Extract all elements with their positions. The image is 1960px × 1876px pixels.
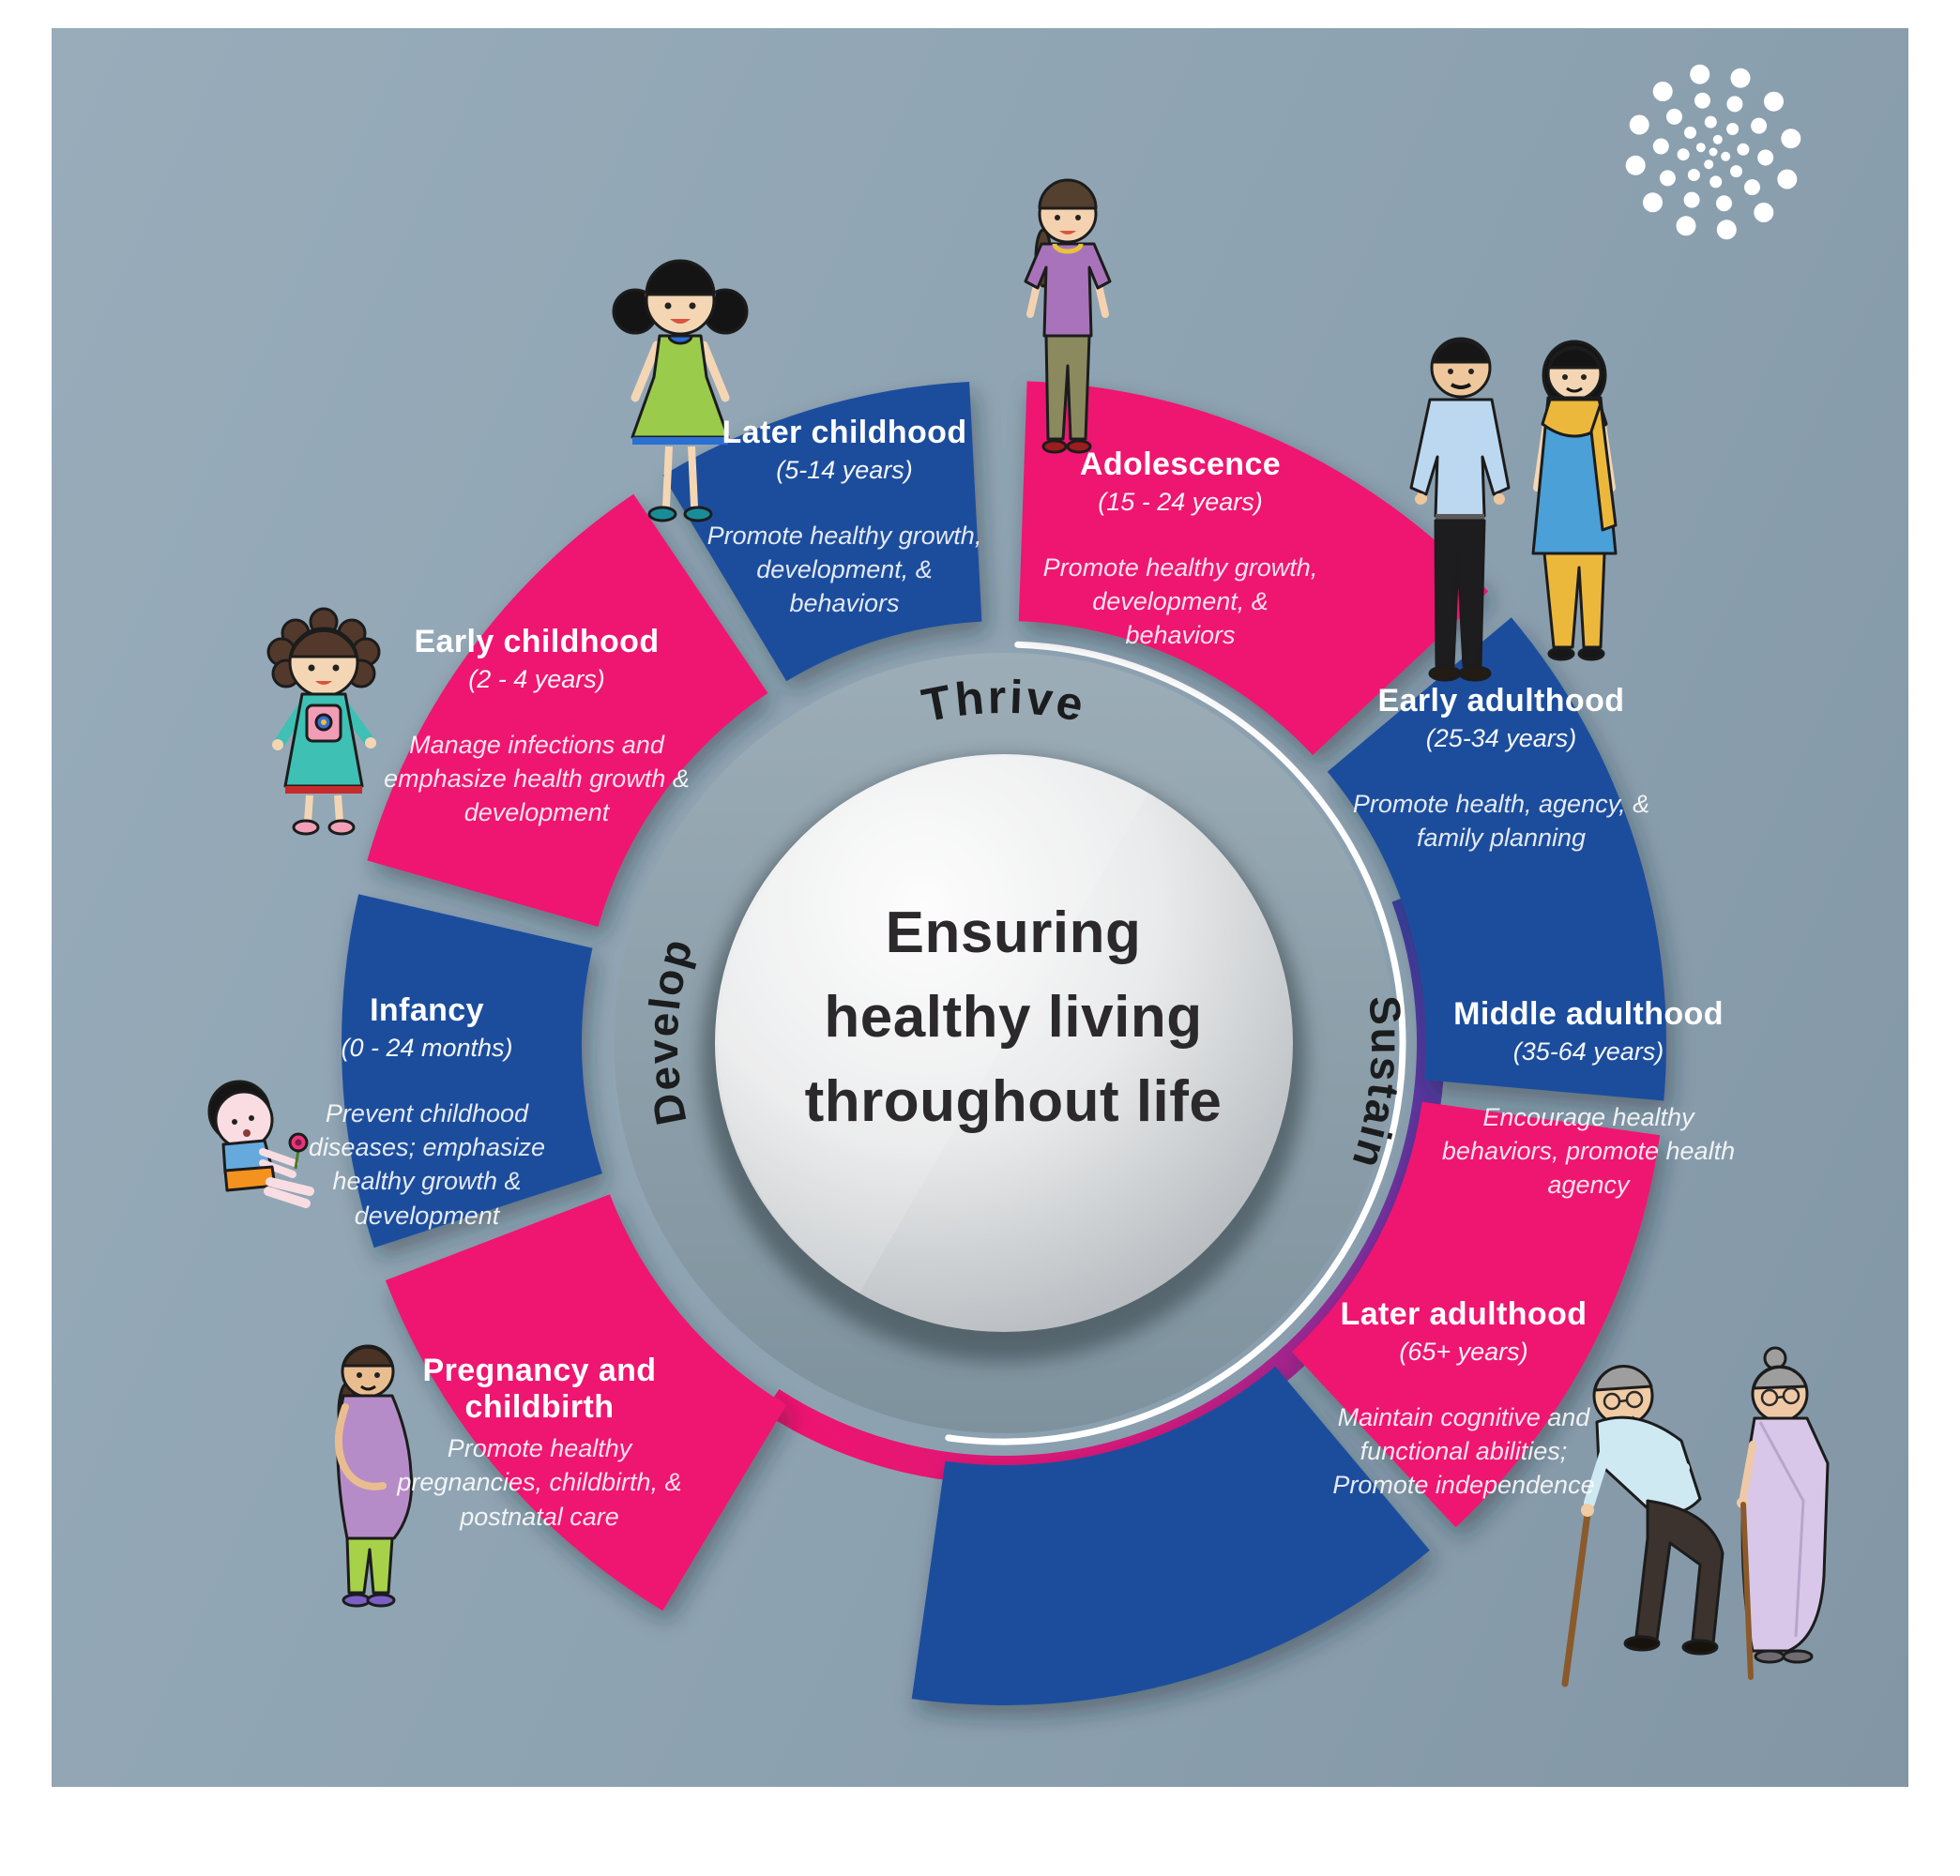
label-adolescence: Adolescence (15 - 24 years) Promote heal… [1035,446,1326,653]
segment-description: Prevent childhood diseases; emphasize he… [308,1099,546,1230]
segment-later-adulthood [911,1366,1430,1705]
segment-description: Manage infections and emphasize health g… [384,731,690,827]
segment-title: Adolescence [1079,446,1282,482]
segment-years: (0 - 24 months) [341,1034,513,1063]
center-title-line: healthy living [824,984,1203,1050]
segment-description: Promote healthy growth, development, & b… [707,522,982,618]
segment-title: Infancy [370,992,484,1028]
segment-description: Maintain cognitive and functional abilit… [1332,1403,1595,1500]
figure-toddler-early-childhood [266,607,381,836]
figure-pregnant-woman [334,1344,414,1608]
segment-description: Promote healthy growth, development, & b… [1042,553,1318,650]
figure-baby-infancy [207,1080,314,1208]
segment-title: Early adulthood [1377,683,1625,719]
center-title-line: throughout life [804,1068,1223,1134]
segment-early-childhood [367,493,768,927]
segment-title: Middle adulthood [1453,996,1724,1032]
ring-label-thrive: Thrive [918,671,1090,733]
label-early-adulthood: Early adulthood (25-34 years) Promote he… [1346,683,1656,855]
white-arc [945,641,1406,1445]
segment-years: (15 - 24 years) [1098,488,1263,517]
segment-pregnancy-and-childbirth [385,1194,787,1611]
segment-infancy [342,894,602,1248]
label-later-childhood: Later childhood (5-14 years) Promote hea… [704,415,985,621]
segment-years: (65+ years) [1399,1338,1528,1367]
label-middle-adulthood: Middle adulthood (35-64 years) Encourage… [1429,996,1748,1203]
label-pregnancy-and-childbirth: Pregnancy and childbirth Promote healthy… [380,1353,699,1534]
label-later-adulthood: Later adulthood (65+ years) Maintain cog… [1309,1296,1618,1503]
segment-years: (2 - 4 years) [468,665,605,694]
center-title-line: Ensuring [885,900,1142,965]
figure-couple-early-adulthood [1409,337,1618,682]
segment-middle-adulthood [1291,1101,1661,1528]
segment-title: Later childhood [722,415,967,450]
figure-teen-adolescence [1024,178,1112,454]
segment-years: (5-14 years) [776,456,913,485]
label-early-childhood: Early childhood (2 - 4 years) Manage inf… [382,624,691,830]
label-infancy: Infancy (0 - 24 months) Prevent childhoo… [272,992,582,1233]
center-title: Ensuring healthy living throughout life [722,891,1304,1144]
segment-description: Promote health, agency, & family plannin… [1352,790,1650,853]
segment-description: Promote healthy pregnancies, childbirth,… [397,1434,682,1531]
center-disc-sheen [718,756,1148,1294]
segment-adolescence [1018,381,1489,756]
center-disc [715,754,1293,1332]
segment-title: Pregnancy and childbirth [422,1353,657,1426]
segment-early-adulthood [1327,617,1666,1101]
segment-years: (35-64 years) [1512,1037,1664,1067]
segment-title: Later adulthood [1340,1296,1588,1332]
segment-title: Early childhood [414,624,660,659]
segment-years: (25-34 years) [1425,724,1577,753]
segment-later-childhood [662,382,982,682]
segment-description: Encourage healthy behaviors, promote hea… [1441,1103,1736,1200]
figure-girl-later-childhood [612,259,749,522]
dots-logo-icon [1625,64,1801,240]
figure-elderly-couple-later-adulthood [1561,1346,1830,1687]
life-stage-wheel [342,381,1666,1705]
